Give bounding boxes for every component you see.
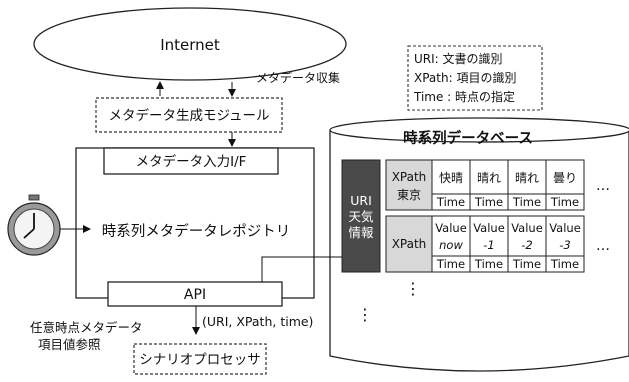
reference-label-2: 項目値参照	[38, 337, 101, 352]
api-args-label: (URI, XPath, time)	[202, 314, 313, 329]
row2-value-0: Value	[435, 221, 467, 235]
row2-value-2: Value	[511, 221, 543, 235]
row2-value-3: Value	[549, 221, 581, 235]
clock-icon	[7, 194, 61, 256]
row1-time-0: Time	[436, 195, 465, 209]
row2-sub-0: now	[439, 238, 463, 252]
row1-value-cell	[469, 159, 509, 195]
row2-xpath-label: XPath	[392, 237, 427, 251]
row2-xpath-cell	[385, 215, 433, 273]
row1-time-1: Time	[474, 195, 503, 209]
row1-value-0: 快晴	[439, 171, 463, 185]
row2-sub-1: -1	[483, 238, 494, 252]
generator-module-label: メタデータ生成モジュール	[108, 107, 269, 124]
input-if-box	[103, 147, 279, 175]
row2-ellipsis: …	[596, 238, 610, 254]
row1-ellipsis: …	[596, 178, 610, 194]
scenario-processor-box	[133, 343, 267, 375]
internet-label: Internet	[160, 36, 220, 54]
row1-time-3: Time	[550, 195, 579, 209]
row2-time-1: Time	[474, 257, 503, 271]
row2-value-1: Value	[473, 221, 505, 235]
row1-time-2: Time	[512, 195, 541, 209]
row2-time-3: Time	[550, 257, 579, 271]
row1-time-cell	[545, 193, 585, 211]
database-title: 時系列データベース	[403, 129, 533, 147]
row1-value-1: 晴れ	[477, 171, 501, 185]
row1-xpath-line-2: 東京	[397, 188, 421, 202]
row2-sub-2: -2	[521, 238, 532, 252]
reference-label-1: 任意時点メタデータ	[30, 320, 143, 335]
row2-value-cell	[431, 215, 471, 257]
row2-sub-3: -3	[559, 238, 570, 252]
legend-line-time: Time : 時点の指定	[413, 89, 515, 104]
row2-time-cell	[545, 255, 585, 273]
scenario-processor-label: シナリオプロセッサ	[139, 352, 261, 368]
row2-value-cell	[507, 215, 547, 257]
row1-xpath-cell	[385, 159, 433, 211]
uri-cell-line-2: 天気	[348, 209, 373, 224]
legend-box	[407, 45, 543, 111]
row1-value-cell	[545, 159, 585, 195]
api-box	[107, 281, 283, 307]
legend-line-xpath: XPath: 項目の識別	[414, 71, 516, 85]
legend-line-uri: URI: 文書の識別	[414, 51, 503, 66]
collect-label: メタデータ収集	[256, 70, 340, 85]
api-label: API	[184, 287, 206, 303]
repository-label: 時系列メタデータレポジトリ	[102, 222, 291, 240]
uri-cell-line-3: 情報	[348, 225, 374, 240]
database-top	[329, 117, 629, 143]
internet-ellipse	[33, 7, 347, 81]
input-if-label: メタデータ入力I/F	[136, 153, 247, 170]
api-to-db-arrow	[261, 256, 378, 282]
uri-vertical-ellipsis: ⋮	[357, 305, 373, 324]
generator-module-box	[95, 97, 283, 133]
uri-cell	[341, 159, 381, 273]
row2-time-2: Time	[512, 257, 541, 271]
row1-value-2: 晴れ	[515, 171, 539, 185]
row1-value-3: 曇り	[553, 171, 577, 185]
uri-cell-line-1: URI	[350, 193, 372, 208]
xpath-vertical-ellipsis: ⋮	[405, 279, 421, 298]
row1-xpath-line-1: XPath	[392, 170, 427, 184]
row2-time-0: Time	[436, 257, 465, 271]
